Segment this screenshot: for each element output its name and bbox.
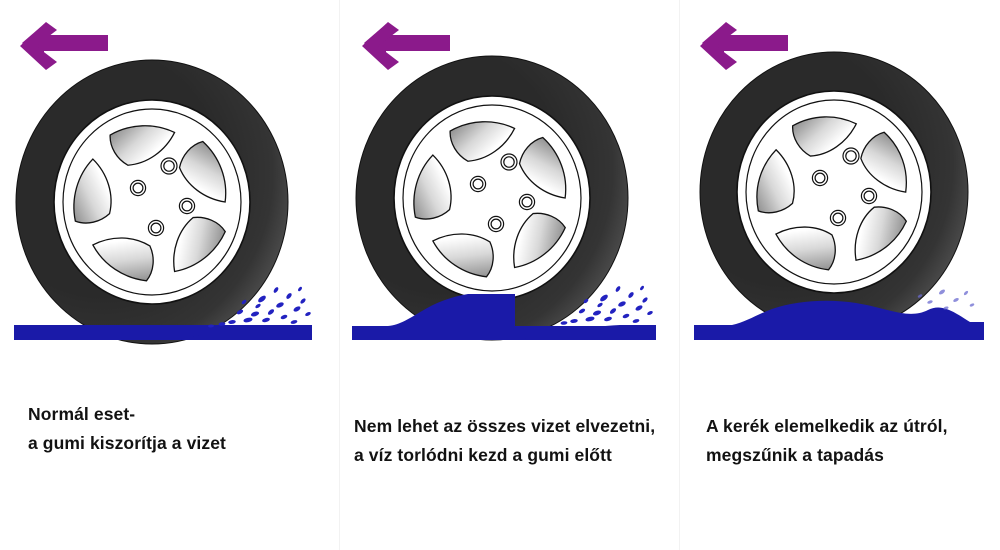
panel-normal: Normál eset- a gumi kiszorítja a vizet: [0, 0, 340, 550]
panel-full-aquaplaning: A kerék elemelkedik az útról, megszűnik …: [680, 0, 1000, 550]
lug-hole: [469, 153, 536, 233]
panel-partial-aquaplaning: Nem lehet az összes vizet elvezetni, a v…: [340, 0, 680, 550]
caption-line-1: A kerék elemelkedik az útról,: [706, 416, 948, 436]
splash-droplets: [560, 285, 653, 325]
direction-of-travel-arrow: [20, 22, 108, 70]
caption-line-1: Nem lehet az összes vizet elvezetni,: [354, 416, 656, 436]
road-surface: [352, 340, 656, 388]
splash-droplets: [917, 289, 975, 310]
caption-line-2: a víz torlódni kezd a gumi előtt: [354, 445, 612, 465]
lug-hole: [129, 157, 196, 237]
tire-wheel: [355, 55, 629, 341]
panel-full-aquaplaning-caption: A kerék elemelkedik az útról, megszűnik …: [680, 412, 1000, 470]
direction-of-travel-arrow: [700, 22, 788, 70]
road-surface: [694, 340, 984, 388]
water-layer: [14, 325, 312, 340]
panel-divider: [679, 0, 680, 550]
road-surface: [14, 340, 312, 388]
tire-wheel: [15, 59, 289, 345]
water-layer: [694, 300, 984, 340]
panel-partial-aquaplaning-caption: Nem lehet az összes vizet elvezetni, a v…: [340, 412, 694, 470]
caption-line-1: Normál eset-: [28, 404, 136, 424]
water-layer: [352, 294, 656, 340]
panel-normal-caption: Normál eset- a gumi kiszorítja a vizet: [0, 400, 368, 458]
tire-wheel: [699, 51, 969, 333]
direction-of-travel-arrow: [362, 22, 450, 70]
panel-full-aquaplaning-illustration: [680, 0, 1000, 395]
splash-droplets: [208, 286, 311, 328]
caption-line-2: megszűnik a tapadás: [706, 445, 884, 465]
panel-normal-illustration: [0, 0, 340, 395]
panel-divider: [339, 0, 340, 550]
caption-line-2: a gumi kiszorítja a vizet: [28, 433, 226, 453]
lug-hole: [811, 147, 878, 227]
panel-partial-aquaplaning-illustration: [340, 0, 680, 395]
